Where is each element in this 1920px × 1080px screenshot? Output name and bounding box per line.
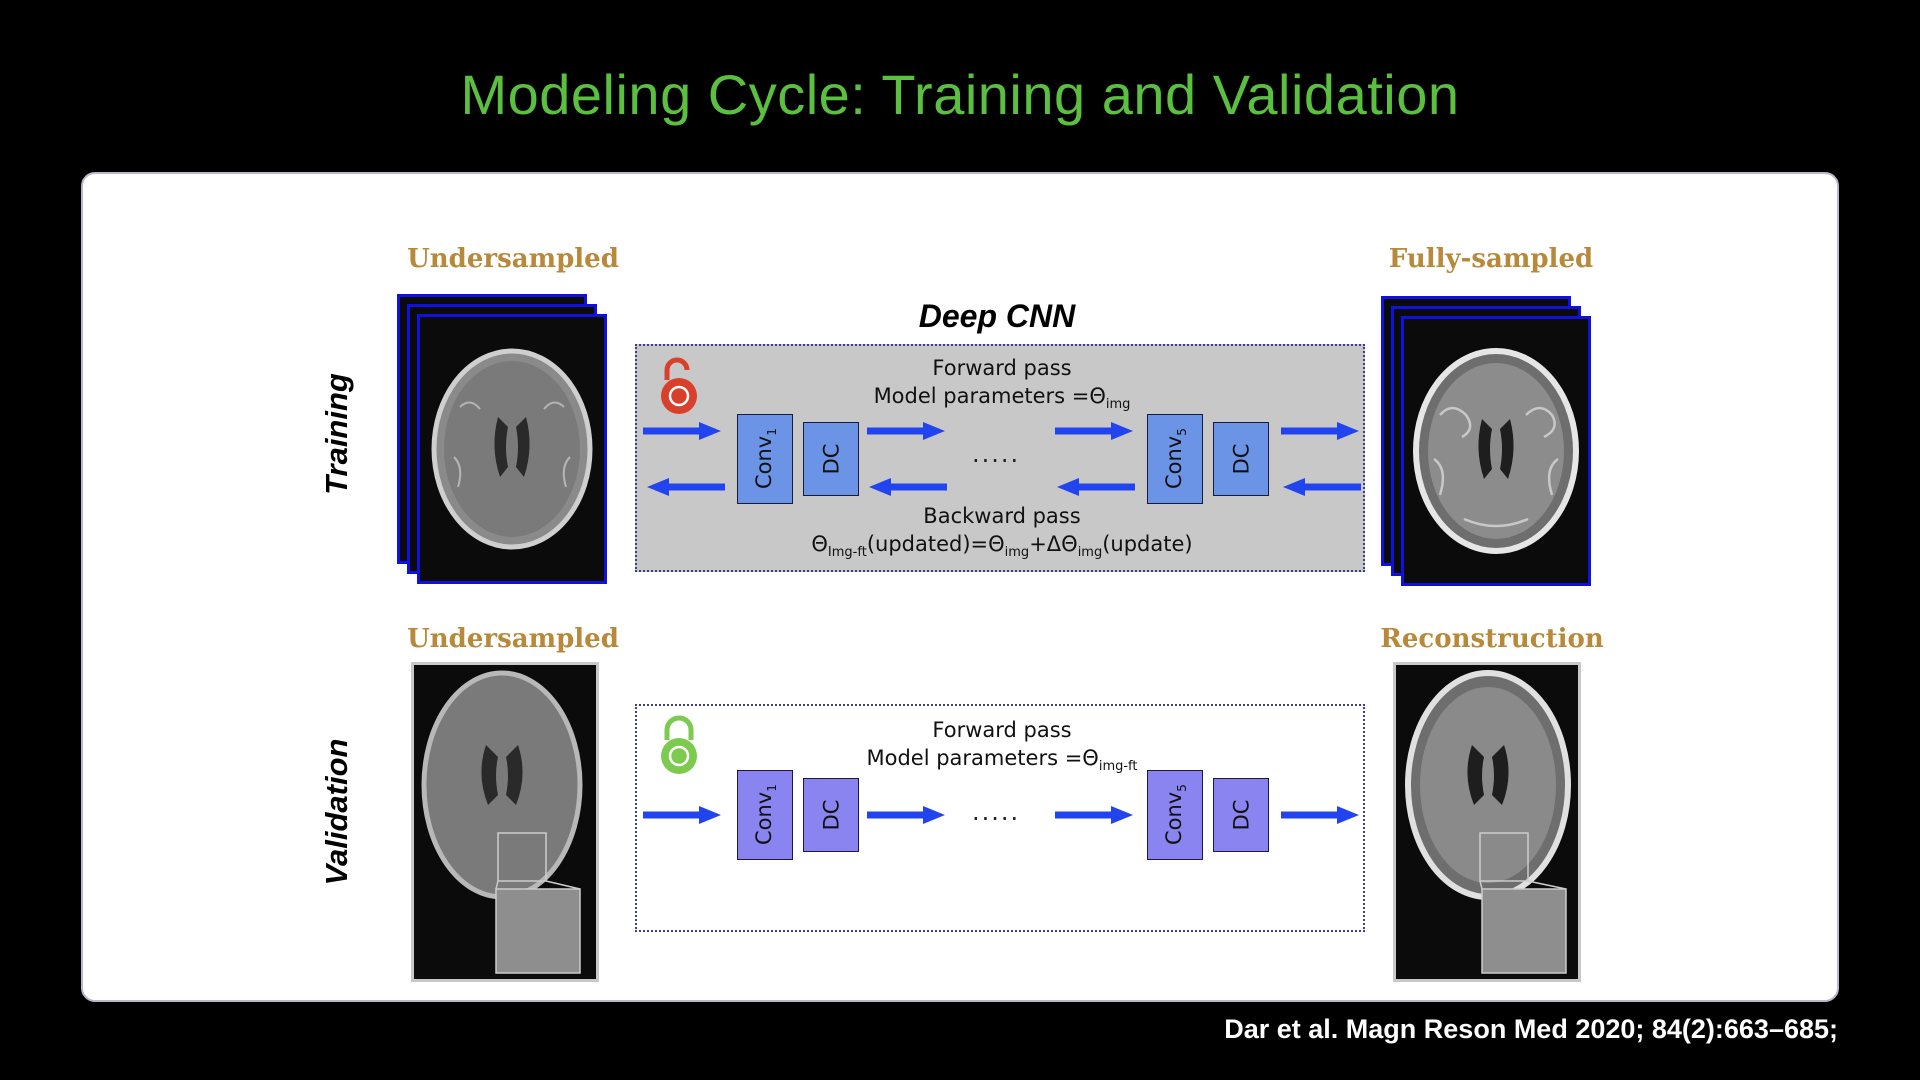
row-label-validation: Validation: [319, 738, 354, 886]
validation-conv1-block: Conv1: [737, 770, 793, 860]
deep-cnn-title: Deep CNN: [918, 298, 1076, 334]
training-dc1-block: DC: [803, 422, 859, 496]
row-label-training: Training: [319, 373, 354, 495]
validation-reconstruction-image: [1393, 662, 1581, 982]
validation-conv5-block: Conv5: [1147, 770, 1203, 860]
training-forward-arrow-out: [1281, 422, 1359, 440]
validation-arrow-mid1: [867, 806, 945, 824]
validation-input-label: Undersampled: [407, 624, 619, 654]
training-conv1-block: Conv1: [737, 414, 793, 504]
training-backward-arrow-out: [1283, 478, 1361, 496]
training-backward-pass: Backward pass: [923, 504, 1081, 528]
validation-forward-pass: Forward pass: [932, 718, 1072, 742]
locked-padlock-icon: [661, 715, 697, 774]
training-forward-arrow-mid1: [867, 422, 945, 440]
training-backward-arrow-mid2: [1057, 478, 1135, 496]
training-update-rule: ΘImg-ft(updated)=Θimg+ΔΘimg(update): [811, 532, 1193, 561]
fully-sampled-brain-image: [1401, 316, 1591, 586]
validation-arrow-out: [1281, 806, 1359, 824]
training-cnn-box: Forward pass Model parameters =Θimg Conv…: [635, 344, 1365, 572]
unlocked-padlock-icon: [661, 357, 697, 414]
training-forward-arrow-mid2: [1055, 422, 1133, 440]
training-model-params: Model parameters =Θimg: [873, 384, 1131, 413]
training-backward-arrow-mid1: [869, 478, 947, 496]
training-output-label: Fully-sampled: [1388, 244, 1594, 274]
training-dc5-block: DC: [1213, 422, 1269, 496]
citation: Dar et al. Magn Reson Med 2020; 84(2):66…: [1224, 1014, 1838, 1044]
training-conv5-block: Conv5: [1147, 414, 1203, 504]
validation-ellipsis: .....: [972, 798, 1021, 826]
validation-arrow-mid2: [1055, 806, 1133, 824]
validation-arrow-in: [643, 806, 721, 824]
training-ellipsis: .....: [972, 440, 1021, 468]
validation-model-params: Model parameters =Θimg-ft: [866, 746, 1138, 775]
validation-cnn-box: Forward pass Model parameters =Θimg-ft C…: [635, 704, 1365, 932]
validation-dc1-block: DC: [803, 778, 859, 852]
validation-undersampled-image: [411, 662, 599, 982]
diagram-panel: Training Undersampled Fully-sampled: [81, 172, 1839, 1002]
training-forward-pass: Forward pass: [932, 356, 1072, 380]
training-input-label: Undersampled: [407, 244, 619, 274]
training-backward-arrow-in: [647, 478, 725, 496]
validation-output-label: Reconstruction: [1380, 624, 1604, 654]
slide-title: Modeling Cycle: Training and Validation: [460, 63, 1460, 126]
training-forward-arrow-in: [643, 422, 721, 440]
undersampled-brain-image: [417, 314, 607, 584]
validation-dc5-block: DC: [1213, 778, 1269, 852]
